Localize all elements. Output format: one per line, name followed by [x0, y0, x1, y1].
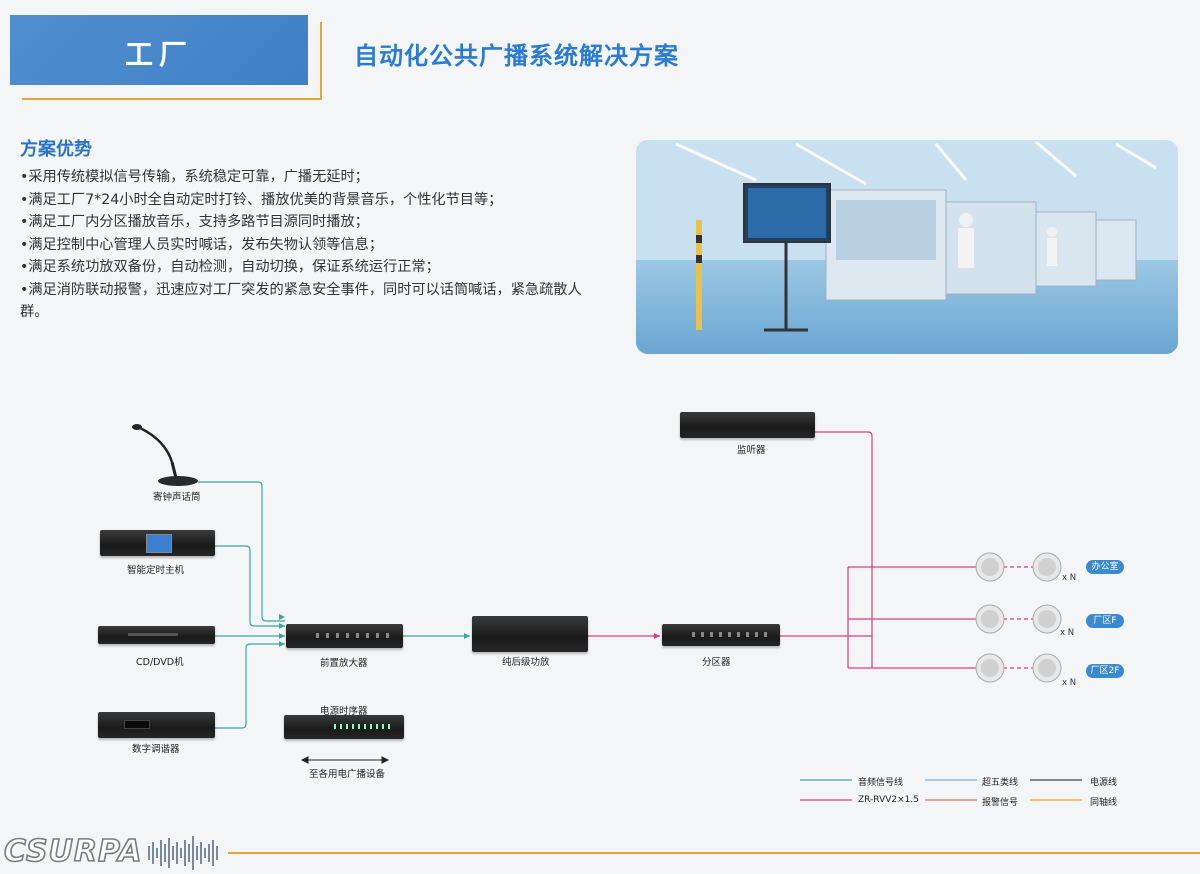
speaker-icon	[1032, 604, 1062, 634]
arrow-icon	[381, 756, 390, 764]
legend-label: 超五类线	[982, 778, 1019, 788]
power-sequencer-device	[284, 715, 404, 739]
tuner-device	[98, 712, 215, 738]
factory-photo	[636, 140, 1178, 354]
timer-host-label: 智能定时主机	[127, 565, 185, 576]
legend-label: 报警信号	[982, 798, 1019, 808]
arrow-icon	[279, 614, 285, 620]
footer-divider	[228, 852, 1200, 854]
touch-screen	[146, 534, 172, 553]
zone-multiplier: x N	[1060, 628, 1075, 638]
advantages-title: 方案优势	[20, 139, 92, 160]
tuner-label: 数字调谐器	[132, 744, 180, 755]
audio-arrows	[279, 614, 470, 647]
arrow-icon	[464, 633, 470, 639]
zone-divider-label: 分区器	[702, 657, 731, 668]
advantages-list: •采用传统模拟信号传输，系统稳定可靠，广播无延时； •满足工厂7*24小时全自动…	[20, 166, 602, 324]
advantage-item: •采用传统模拟信号传输，系统稳定可靠，广播无延时；	[20, 169, 369, 185]
category-label: 工厂	[124, 38, 193, 71]
to-devices-label: 至各用电广播设备	[309, 769, 386, 780]
sound-wave-icon	[148, 836, 218, 870]
gooseneck-mic-icon	[132, 424, 198, 486]
power-amp-label: 纯后级功放	[502, 657, 550, 668]
speaker-cable-lines	[588, 431, 1034, 669]
advantage-item: •满足消防联动报警，迅速应对工厂突发的紧急安全事件，同时可以话筒喊话，紧急疏散人…	[20, 281, 582, 321]
speaker-icon	[975, 604, 1005, 634]
zone-multiplier: x N	[1062, 573, 1077, 583]
cd-dvd-label: CD/DVD机	[136, 657, 184, 668]
speaker-icon	[975, 552, 1005, 582]
legend-label: ZR-RVV2×1.5	[858, 795, 919, 805]
arrow-icon	[300, 756, 309, 764]
zone-divider-device	[662, 624, 780, 646]
page-title: 自动化公共广播系统解决方案	[354, 42, 679, 70]
zone-multiplier: x N	[1062, 678, 1077, 688]
preamp-device	[286, 624, 403, 648]
cd-dvd-device	[98, 626, 215, 644]
header-frame	[22, 22, 322, 100]
advantage-item: •满足工厂7*24小时全自动定时打铃、播放优美的背景音乐，个性化节目等；	[20, 191, 503, 208]
speaker-arrows	[654, 633, 660, 639]
advantage-item: •满足工厂内分区播放音乐，支持多路节目源同时播放；	[20, 214, 369, 230]
power-lines	[300, 756, 390, 764]
zone-tag-office: 办公室	[1086, 560, 1124, 574]
audio-signal-lines	[198, 481, 470, 729]
speaker-icon	[975, 653, 1005, 683]
preamp-label: 前置放大器	[320, 658, 368, 669]
legend-swatches	[800, 779, 1082, 801]
arrow-icon	[279, 633, 285, 639]
advantage-item: •满足控制中心管理人员实时喊话，发布失物认领等信息；	[20, 236, 384, 253]
factory-scene	[636, 140, 1178, 354]
category-banner: 工厂	[10, 15, 308, 85]
advantage-item: •满足系统功放双备份，自动检测，自动切换，保证系统运行正常；	[20, 259, 440, 275]
power-sequencer-label: 电源时序器	[320, 706, 368, 717]
zone-tag-factory-2f: 厂区2F	[1086, 664, 1124, 678]
speaker-icon	[1032, 552, 1062, 582]
ceiling-speakers	[975, 552, 1062, 683]
zone-tag-factory-f: 厂区F	[1086, 614, 1124, 628]
monitor-device	[680, 412, 815, 438]
legend-label: 同轴线	[1090, 798, 1118, 808]
paging-mic-label: 寄钟声话筒	[153, 492, 201, 503]
brand-logo: CSURPA	[3, 833, 143, 870]
speaker-icon	[1032, 653, 1062, 683]
arrow-icon	[279, 623, 285, 629]
power-amp-device	[472, 616, 588, 652]
arrow-icon	[654, 633, 660, 639]
arrow-icon	[279, 641, 285, 647]
legend-label: 电源线	[1090, 778, 1118, 788]
legend-label: 音频信号线	[858, 778, 904, 788]
monitor-label: 监听器	[737, 445, 766, 456]
timer-host-device	[100, 530, 215, 556]
